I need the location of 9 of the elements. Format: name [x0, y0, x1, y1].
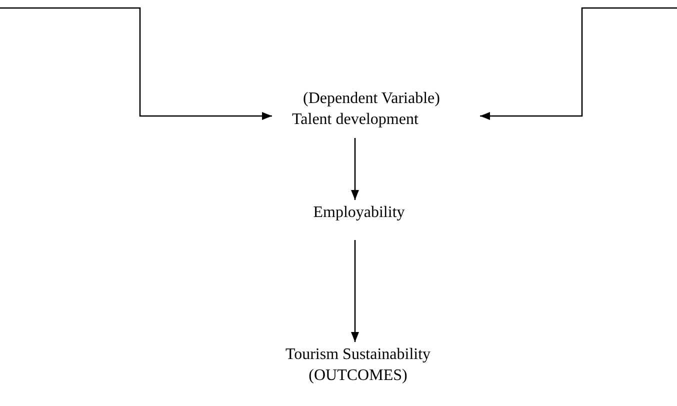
node-label: Talent development: [292, 110, 418, 130]
node-label: Tourism Sustainability: [285, 345, 431, 365]
arrow: [351, 240, 359, 342]
node-label: (Dependent Variable): [303, 89, 440, 109]
arrow: [351, 138, 359, 200]
node-label: (OUTCOMES): [308, 366, 408, 386]
arrow: [480, 7, 677, 120]
arrow: [0, 7, 272, 120]
node-label: Employability: [313, 203, 405, 223]
